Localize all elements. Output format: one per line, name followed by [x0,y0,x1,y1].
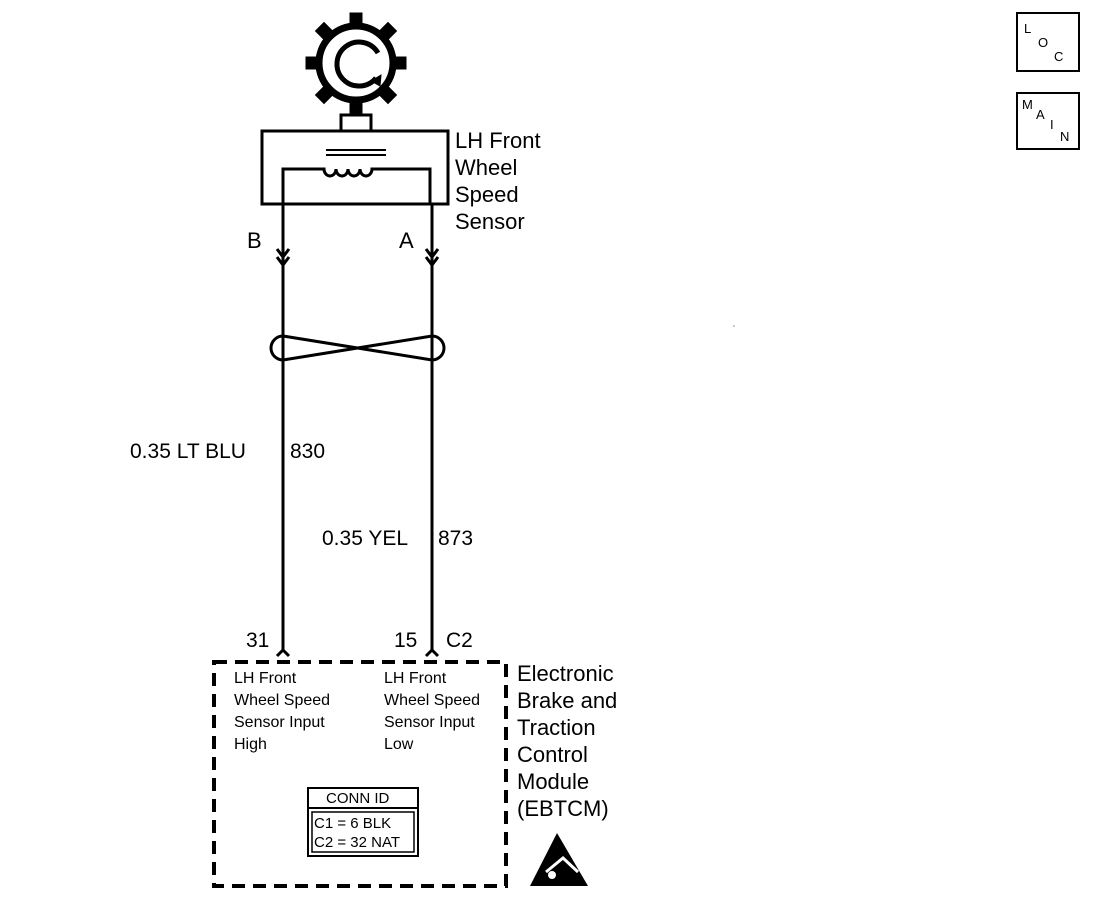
main-letter-2: A [1036,107,1045,122]
wire-right-color: 0.35 YEL [322,527,409,550]
loc-button[interactable]: L O C [1016,12,1080,72]
input-high-line: High [234,736,267,753]
conn-id-box [307,787,419,857]
loc-letter-2: O [1038,35,1049,50]
sensor-body [260,129,450,206]
module-boundary [212,660,508,888]
wire-left-color: 0.35 LT BLU [130,440,246,463]
main-letter-3: I [1050,117,1054,132]
input-low-line: Sensor Input [384,714,475,731]
module-name-line: (EBTCM) [517,796,609,821]
conn-id-row: C1 = 6 BLK [314,815,392,832]
pin-b-label: B [247,228,262,253]
conn-id-title: CONN ID [326,790,390,807]
main-button[interactable]: M A I N [1016,92,1080,150]
pin-31-label: 31 [246,629,270,652]
esd-warning-icon [530,833,588,886]
sensor-label-line: Sensor [455,209,525,234]
tone-wheel-icon [305,12,407,114]
module-name-line: Control [517,742,588,767]
input-high-line: Sensor Input [234,714,325,731]
sensor-label-line: Speed [455,182,519,207]
module-name-line: Module [517,769,590,794]
input-high-line: Wheel Speed [234,692,331,709]
conn-id-row: C2 = 32 NAT [314,834,401,851]
loc-letter-3: C [1054,49,1064,64]
main-letter-1: M [1022,97,1033,112]
input-low-line: Low [384,736,414,753]
input-high-line: LH Front [234,670,297,687]
module-name-line: Brake and [517,688,618,713]
main-letter-4: N [1060,129,1070,144]
wire-left-circuit: 830 [290,440,326,463]
module-name-line: Electronic [517,661,614,686]
wire-pair [269,204,446,658]
sensor-label-line: Wheel [455,155,518,180]
module-name-line: Traction [517,715,596,740]
pin-a-label: A [399,228,414,253]
wire-right-circuit: 873 [438,527,474,550]
pin-15-label: 15 [394,629,418,652]
sensor-tip [339,113,373,134]
loc-letter-1: L [1024,21,1032,36]
sensor-label-line: LH Front [455,128,541,153]
input-low-line: Wheel Speed [384,692,481,709]
connector-c2-label: C2 [446,629,473,652]
input-low-line: LH Front [384,670,447,687]
